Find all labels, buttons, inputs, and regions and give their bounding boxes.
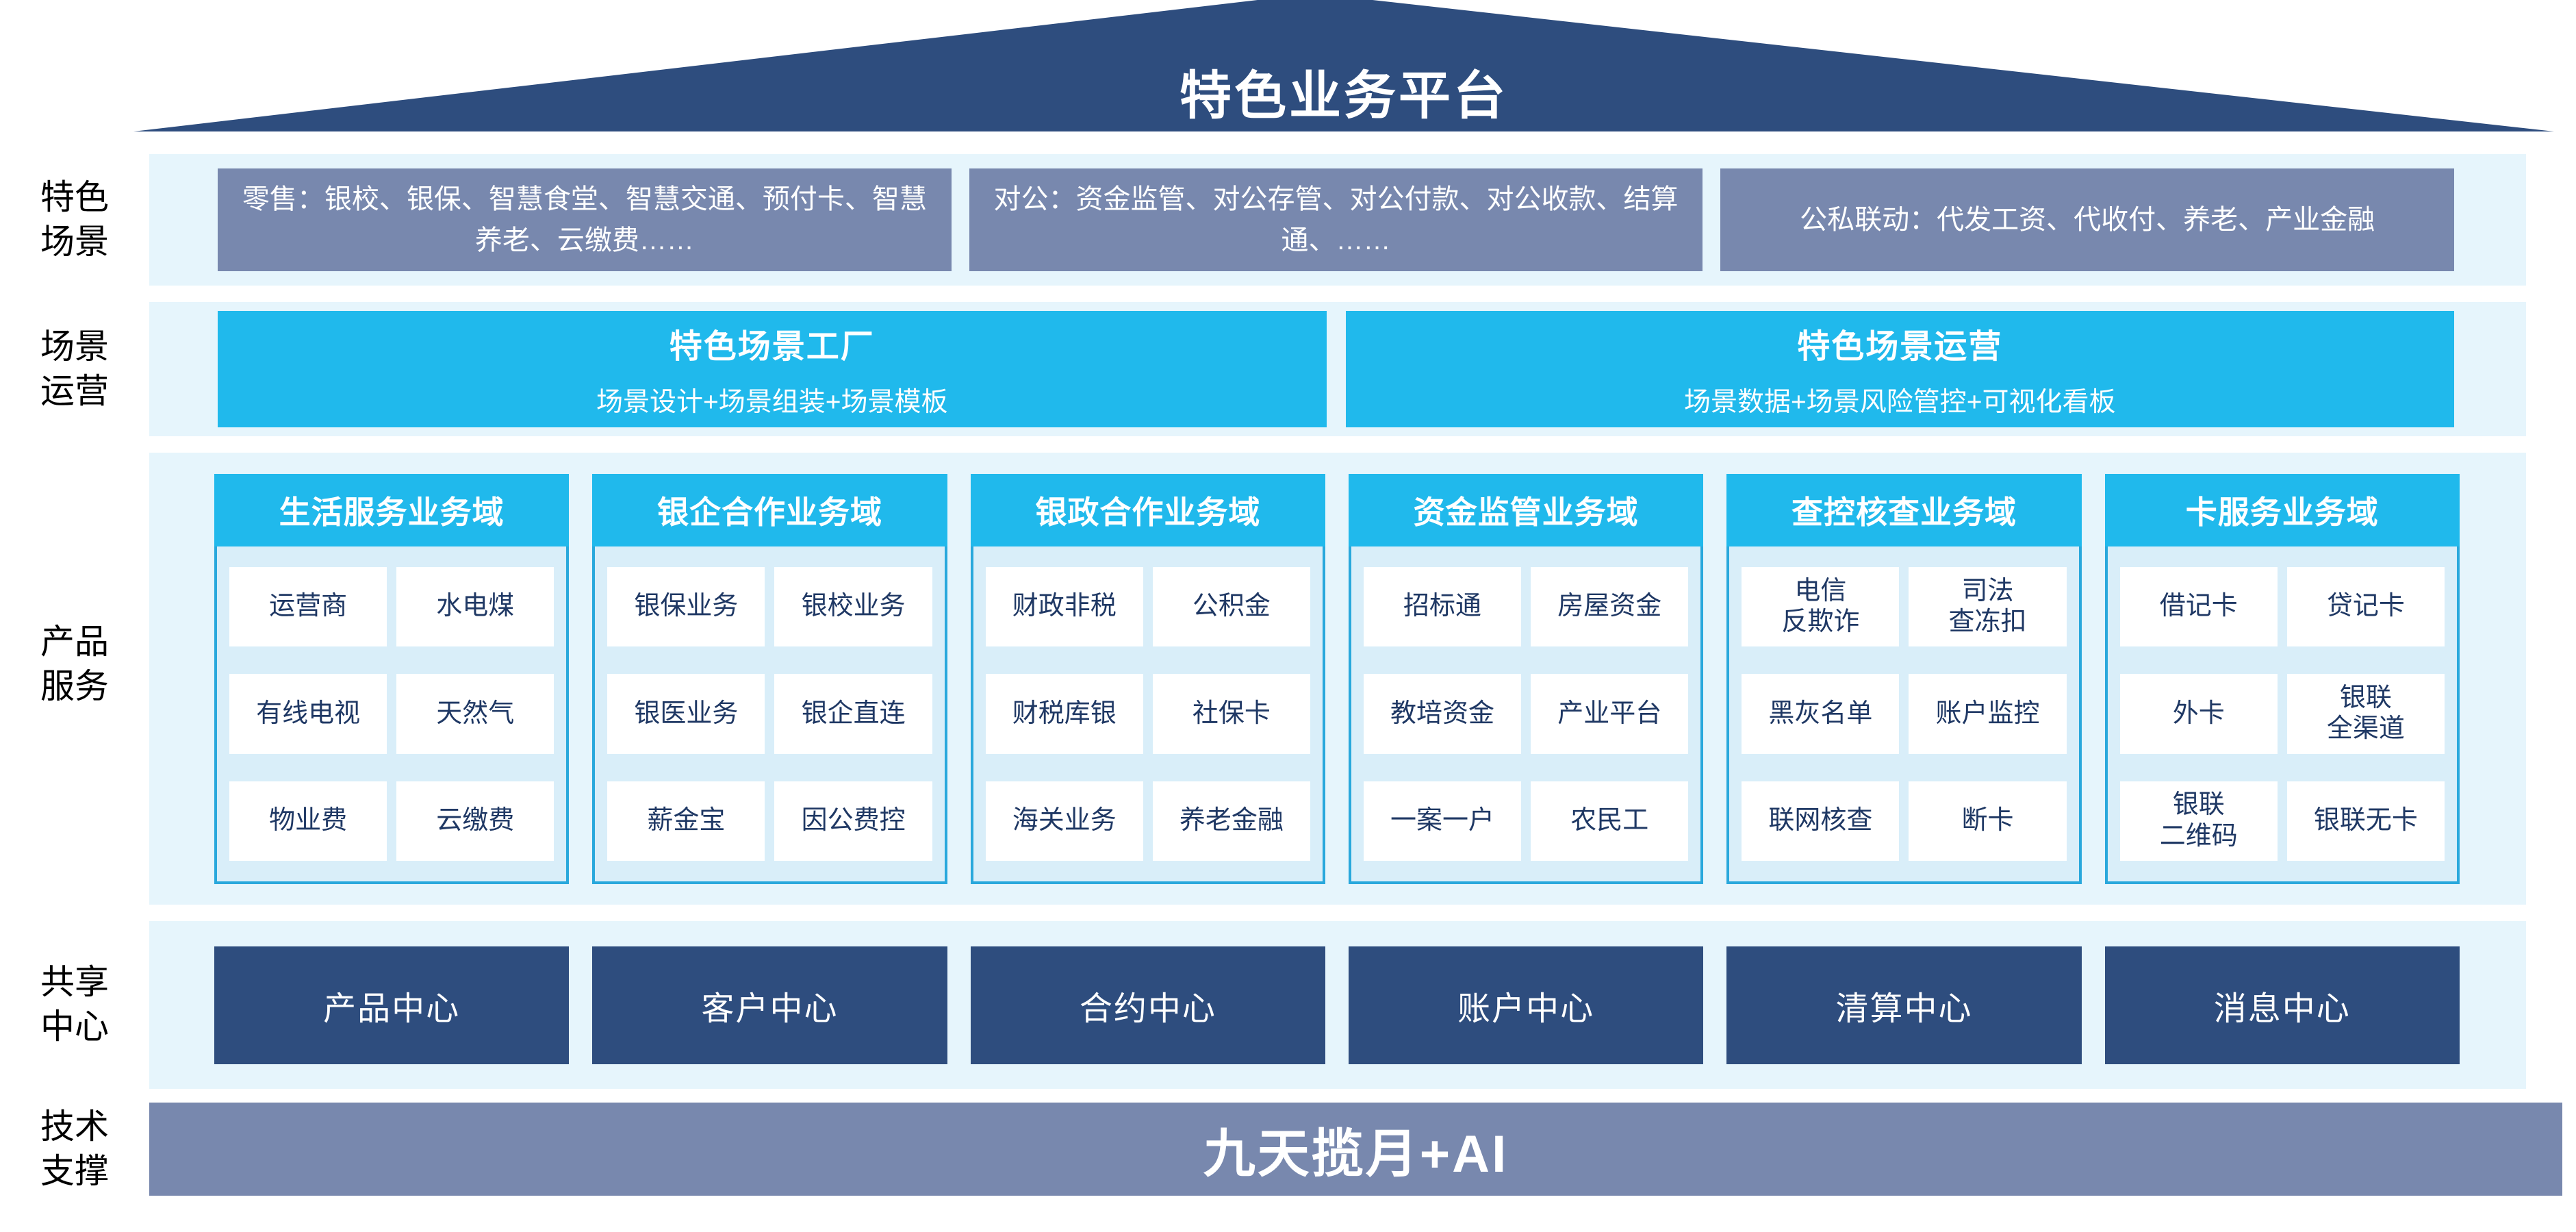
row-label-line: 特色 — [40, 178, 109, 216]
domain-body: 借记卡 贷记卡 外卡 银联 全渠道 银联 二维码 银联无卡 — [2104, 546, 2460, 884]
row-label-tech: 技术 支撑 — [0, 1105, 149, 1194]
product-cell: 养老金融 — [1152, 781, 1310, 861]
product-cell: 银联 二维码 — [2119, 781, 2278, 861]
operation-title: 特色场景运营 — [1797, 329, 2003, 365]
product-cell: 外卡 — [2119, 674, 2278, 754]
product-cell: 银联无卡 — [2286, 781, 2445, 861]
product-cell: 电信 反欺诈 — [1742, 567, 1900, 647]
row-label-line: 支撑 — [40, 1152, 109, 1190]
product-cell: 天然气 — [396, 674, 554, 754]
domain-body: 银保业务 银校业务 银医业务 银企直连 薪金宝 因公费控 — [592, 546, 947, 884]
product-cell: 黑灰名单 — [1742, 674, 1900, 754]
product-cell: 司法 查冻扣 — [1909, 567, 2067, 647]
domain-header: 资金监管业务域 — [1348, 474, 1704, 546]
domain-inquiry-verification: 查控核查业务域 电信 反欺诈 司法 查冻扣 黑灰名单 账户监控 联网核查 断卡 — [1726, 474, 2082, 884]
operation-box-scene-factory: 特色场景工厂 场景设计+场景组装+场景模板 — [218, 311, 1327, 427]
product-cell: 教培资金 — [1363, 674, 1522, 754]
row-label-scenarios: 特色 场景 — [0, 175, 149, 264]
operation-subtitle: 场景设计+场景组装+场景模板 — [596, 388, 948, 417]
scenario-box-retail: 零售：银校、银保、智慧食堂、智慧交通、预付卡、智慧养老、云缴费…… — [218, 168, 952, 271]
row-label-line: 产品 — [40, 623, 109, 661]
product-cell: 云缴费 — [396, 781, 554, 861]
scenario-box-linkage: 公私联动：代发工资、代收付、养老、产业金融 — [1720, 168, 2455, 271]
product-cell: 招标通 — [1363, 567, 1522, 647]
tech-support-bar: 九天揽月+AI — [149, 1103, 2562, 1196]
product-cell: 银保业务 — [607, 567, 765, 647]
product-cell: 房屋资金 — [1531, 567, 1689, 647]
row-scenarios: 零售：银校、银保、智慧食堂、智慧交通、预付卡、智慧养老、云缴费…… 对公：资金监… — [149, 154, 2526, 286]
domain-card-services: 卡服务业务域 借记卡 贷记卡 外卡 银联 全渠道 银联 二维码 银联无卡 — [2104, 474, 2460, 884]
row-label-line: 运营 — [40, 372, 109, 410]
roof-shape — [133, 0, 2554, 131]
domain-body: 财政非税 公积金 财税库银 社保卡 海关业务 养老金融 — [970, 546, 1325, 884]
row-label-products: 产品 服务 — [0, 620, 149, 709]
row-label-line: 服务 — [40, 667, 109, 705]
domain-life-services: 生活服务业务域 运营商 水电煤 有线电视 天然气 物业费 云缴费 — [214, 474, 570, 884]
row-label-centers: 共享 中心 — [0, 960, 149, 1049]
product-cell: 借记卡 — [2119, 567, 2278, 647]
domain-header: 银企合作业务域 — [592, 474, 947, 546]
product-cell: 农民工 — [1531, 781, 1689, 861]
product-cell: 财税库银 — [985, 674, 1143, 754]
domain-fund-supervision: 资金监管业务域 招标通 房屋资金 教培资金 产业平台 一案一户 农民工 — [1348, 474, 1704, 884]
product-cell: 财政非税 — [985, 567, 1143, 647]
row-operations: 特色场景工厂 场景设计+场景组装+场景模板 特色场景运营 场景数据+场景风险管控… — [149, 302, 2526, 436]
center-box-customer: 客户中心 — [592, 946, 947, 1064]
product-cell: 银企直连 — [774, 674, 932, 754]
product-cell: 因公费控 — [774, 781, 932, 861]
domain-body: 招标通 房屋资金 教培资金 产业平台 一案一户 农民工 — [1348, 546, 1704, 884]
product-cell: 运营商 — [229, 567, 387, 647]
center-box-message: 消息中心 — [2104, 946, 2460, 1064]
product-cell: 贷记卡 — [2286, 567, 2445, 647]
operation-title: 特色场景工厂 — [669, 329, 875, 365]
row-label-line: 场景 — [40, 223, 109, 261]
center-box-account: 账户中心 — [1348, 946, 1704, 1064]
domain-header: 银政合作业务域 — [970, 474, 1325, 546]
row-shared-centers: 产品中心 客户中心 合约中心 账户中心 清算中心 消息中心 — [149, 921, 2526, 1089]
center-box-contract: 合约中心 — [970, 946, 1325, 1064]
operation-box-scene-operation: 特色场景运营 场景数据+场景风险管控+可视化看板 — [1345, 311, 2454, 427]
product-cell: 账户监控 — [1909, 674, 2067, 754]
product-cell: 银联 全渠道 — [2286, 674, 2445, 754]
domain-header: 生活服务业务域 — [214, 474, 570, 546]
product-cell: 有线电视 — [229, 674, 387, 754]
center-box-clearing: 清算中心 — [1726, 946, 2082, 1064]
domain-bank-government: 银政合作业务域 财政非税 公积金 财税库银 社保卡 海关业务 养老金融 — [970, 474, 1325, 884]
center-box-product: 产品中心 — [214, 946, 570, 1064]
domain-body: 电信 反欺诈 司法 查冻扣 黑灰名单 账户监控 联网核查 断卡 — [1726, 546, 2082, 884]
product-cell: 联网核查 — [1742, 781, 1900, 861]
row-label-line: 中心 — [40, 1007, 109, 1046]
product-cell: 物业费 — [229, 781, 387, 861]
product-cell: 一案一户 — [1363, 781, 1522, 861]
row-label-line: 技术 — [40, 1107, 109, 1146]
operation-subtitle: 场景数据+场景风险管控+可视化看板 — [1683, 388, 2116, 417]
row-label-line: 场景 — [40, 327, 109, 366]
product-cell: 社保卡 — [1152, 674, 1310, 754]
scenario-box-corporate: 对公：资金监管、对公存管、对公付款、对公收款、结算通、…… — [969, 168, 1703, 271]
domain-body: 运营商 水电煤 有线电视 天然气 物业费 云缴费 — [214, 546, 570, 884]
platform-title: 特色业务平台 — [1179, 67, 1508, 125]
product-cell: 水电煤 — [396, 567, 554, 647]
product-cell: 薪金宝 — [607, 781, 765, 861]
product-cell: 海关业务 — [985, 781, 1143, 861]
domain-header: 查控核查业务域 — [1726, 474, 2082, 546]
row-products: 生活服务业务域 运营商 水电煤 有线电视 天然气 物业费 云缴费 银企合作业务域… — [149, 453, 2526, 905]
domain-bank-enterprise: 银企合作业务域 银保业务 银校业务 银医业务 银企直连 薪金宝 因公费控 — [592, 474, 947, 884]
row-label-operations: 场景 运营 — [0, 325, 149, 414]
row-label-line: 共享 — [40, 963, 109, 1001]
domain-header: 卡服务业务域 — [2104, 474, 2460, 546]
product-cell: 产业平台 — [1531, 674, 1689, 754]
product-cell: 公积金 — [1152, 567, 1310, 647]
product-cell: 银医业务 — [607, 674, 765, 754]
product-cell: 断卡 — [1909, 781, 2067, 861]
product-cell: 银校业务 — [774, 567, 932, 647]
